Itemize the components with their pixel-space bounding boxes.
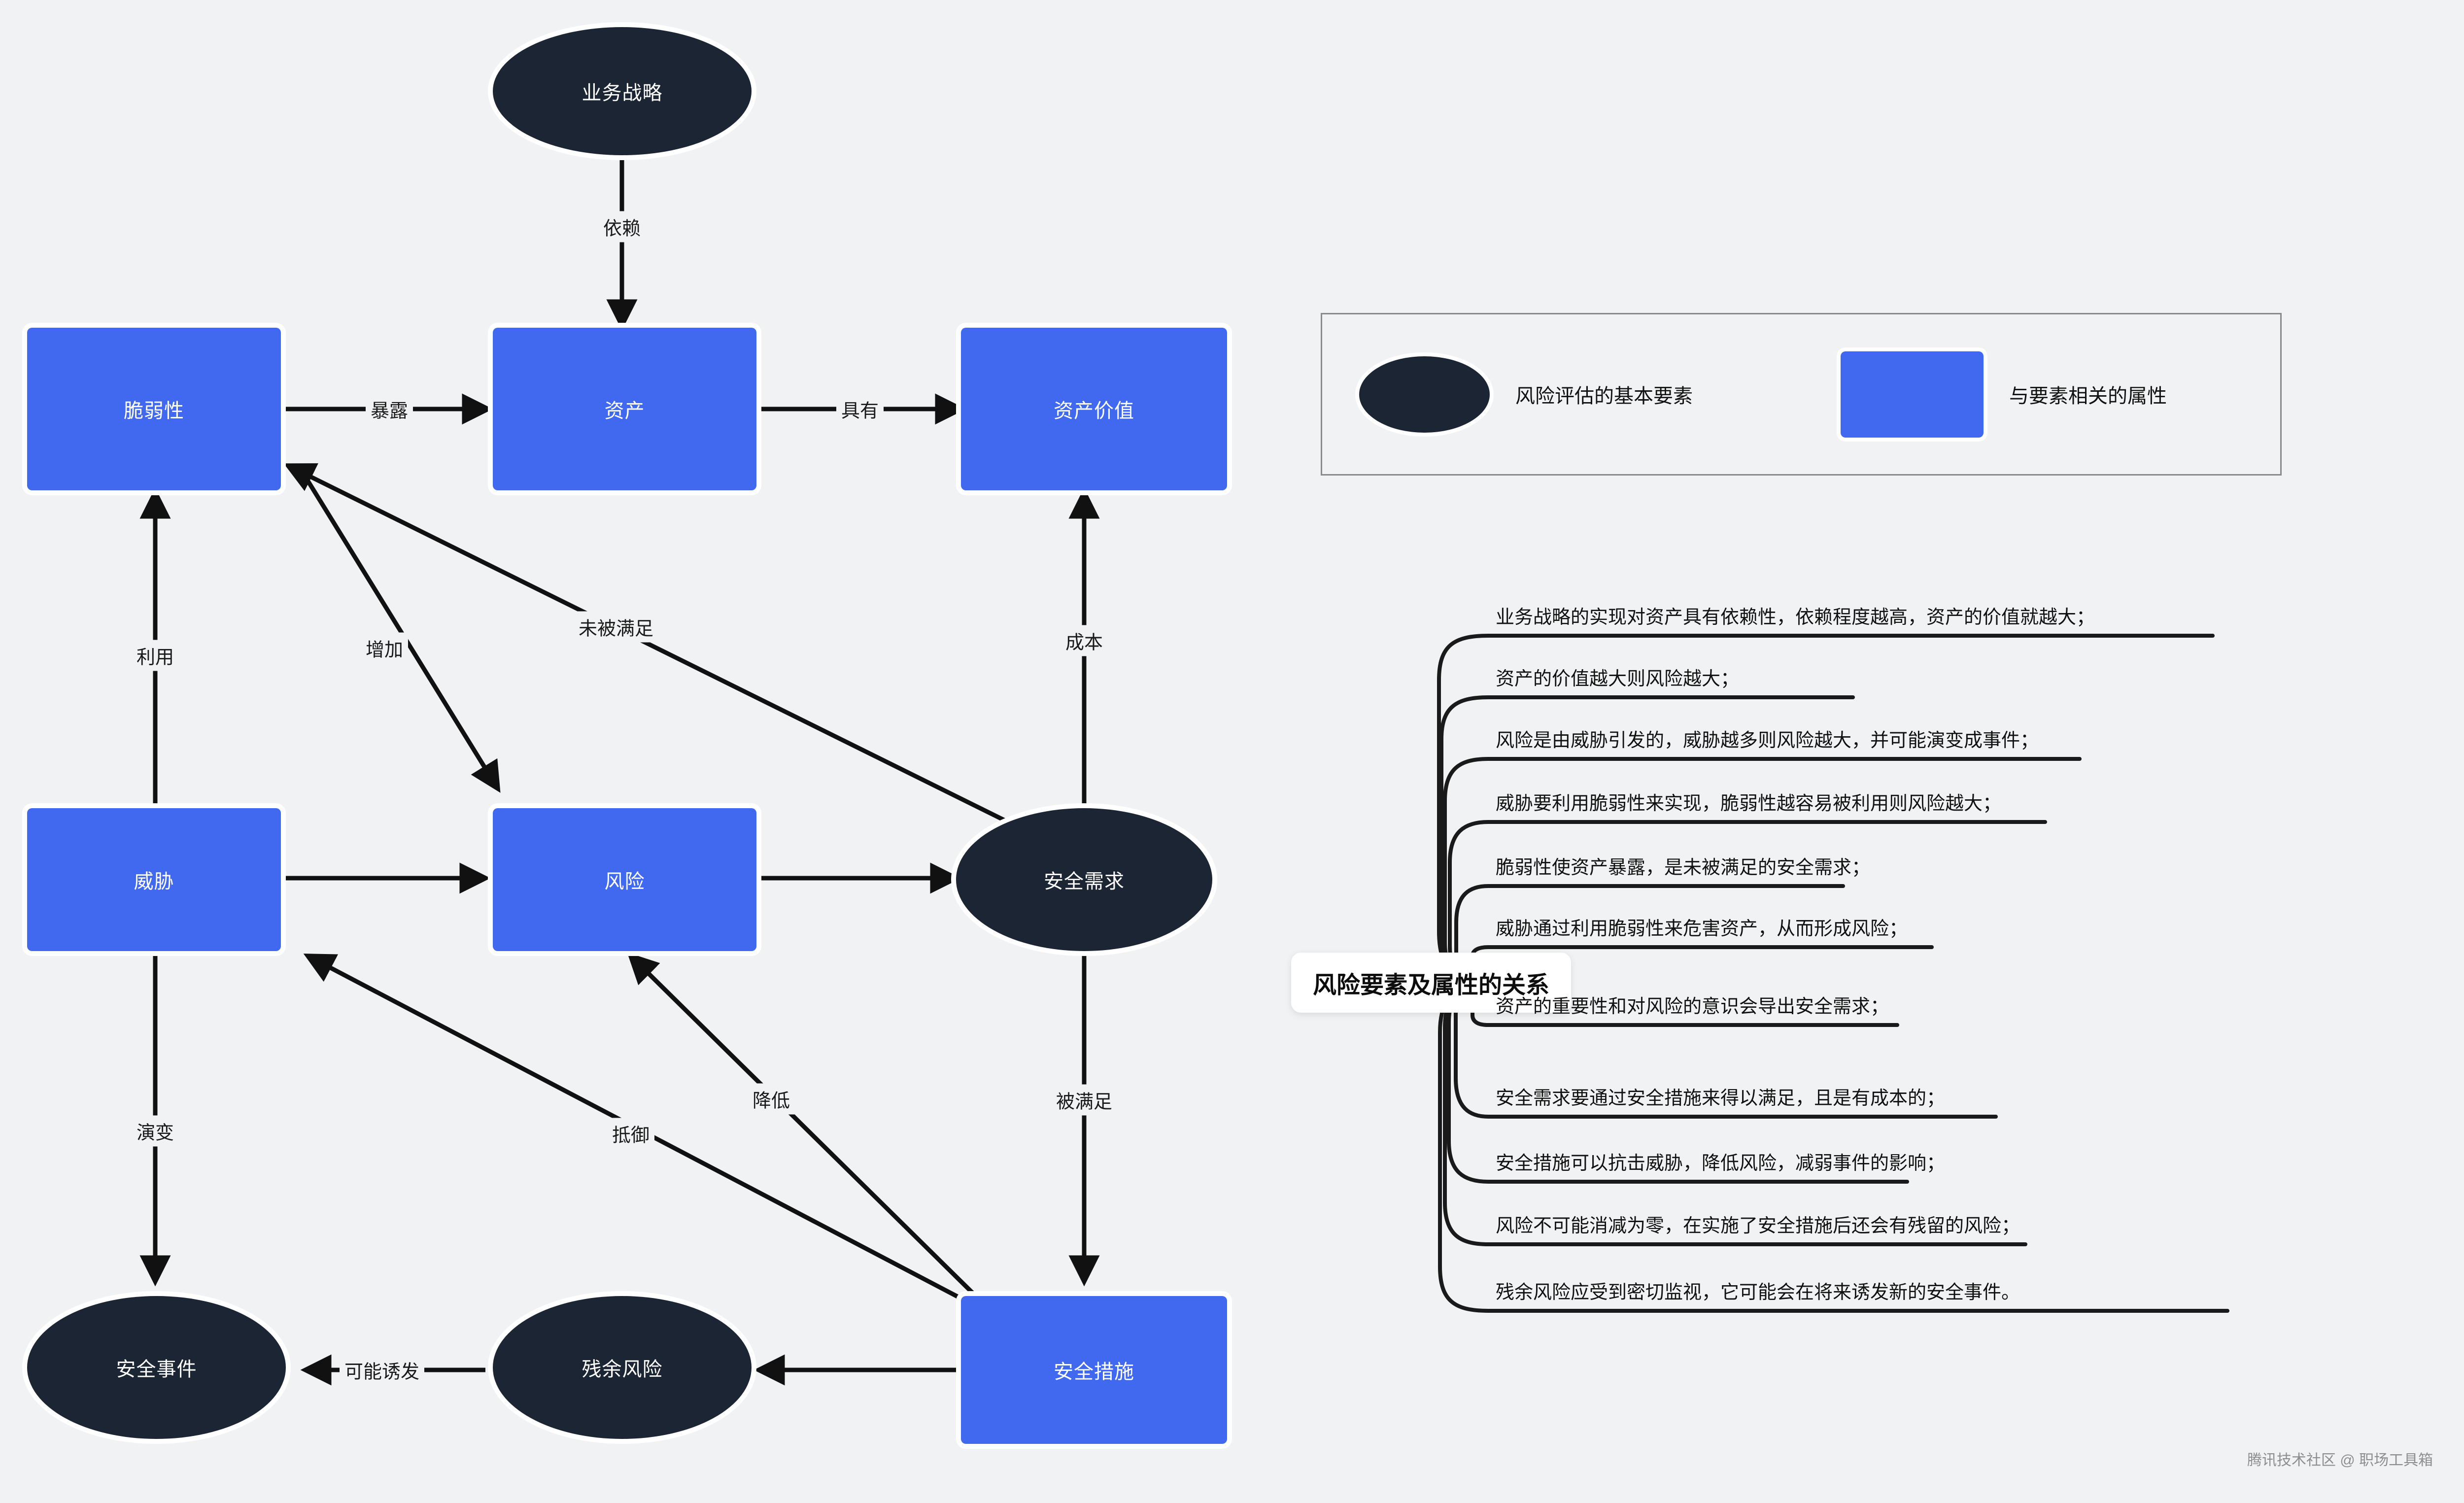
legend-item-attribute: 与要素相关的属性 — [1841, 351, 2167, 438]
node-label: 业务战略 — [582, 82, 663, 104]
legend-label-element: 风险评估的基本要素 — [1515, 385, 1693, 407]
mindmap-leaf[interactable]: 脆弱性使资产暴露，是未被满足的安全需求； — [1496, 857, 1871, 878]
edge-label-reduce: 降低 — [747, 1083, 795, 1115]
edge-label-exploit: 利用 — [131, 640, 179, 671]
node-risk[interactable]: 风险 — [493, 808, 756, 951]
node-residual-risk[interactable]: 残余风险 — [493, 1296, 752, 1439]
node-label: 风险 — [604, 871, 645, 892]
mindmap-leaf[interactable]: 安全需求要通过安全措施来得以满足，且是有成本的； — [1496, 1088, 1946, 1109]
legend-box: 风险评估的基本要素 与要素相关的属性 — [1321, 313, 2282, 476]
mindmap-leaf[interactable]: 业务战略的实现对资产具有依赖性，依赖程度越高，资产的价值就越大； — [1496, 607, 2095, 628]
node-label: 安全措施 — [1054, 1361, 1134, 1383]
mindmap-leaf[interactable]: 风险是由威胁引发的，威胁越多则风险越大，并可能演变成事件； — [1496, 730, 2039, 751]
node-label: 威胁 — [134, 871, 174, 892]
legend-label-attribute: 与要素相关的属性 — [2009, 385, 2167, 407]
node-security-incident[interactable]: 安全事件 — [27, 1296, 286, 1439]
edge-vulnerability-risk — [301, 472, 501, 793]
mindmap: 风险要素及属性的关系 业务战略的实现对资产具有依赖性，依赖程度越高，资产的价值就… — [1291, 522, 2464, 1503]
edge-label-satisfied: 被满足 — [1051, 1084, 1118, 1116]
edge-label-expose: 暴露 — [365, 393, 413, 425]
edge-label-unmet: 未被满足 — [573, 611, 659, 643]
node-business-strategy[interactable]: 业务战略 — [493, 27, 752, 155]
mindmap-leaf[interactable]: 威胁要利用脆弱性来实现，脆弱性越容易被利用则风险越大； — [1496, 793, 2002, 814]
node-label: 脆弱性 — [124, 400, 184, 422]
edge-label-has: 具有 — [836, 393, 884, 425]
mindmap-leaf[interactable]: 安全措施可以抗击威胁，降低风险，减弱事件的影响； — [1496, 1153, 1946, 1174]
node-label: 资产价值 — [1054, 400, 1134, 422]
mindmap-leaf[interactable]: 威胁通过利用脆弱性来危害资产，从而形成风险； — [1496, 919, 1908, 939]
mindmap-leaf[interactable]: 残余风险应受到密切监视，它可能会在将来诱发新的安全事件。 — [1496, 1282, 2020, 1303]
mindmap-root-node[interactable]: 风险要素及属性的关系 — [1291, 953, 1572, 1013]
edge-label-defend: 抵御 — [607, 1118, 655, 1149]
node-security-measure[interactable]: 安全措施 — [961, 1296, 1227, 1444]
node-label: 安全事件 — [116, 1359, 197, 1380]
edge-label-may-trigger: 可能诱发 — [339, 1354, 425, 1386]
node-asset[interactable]: 资产 — [493, 328, 756, 490]
edge-label-dependency: 依赖 — [598, 211, 646, 242]
node-security-requirement[interactable]: 安全需求 — [956, 808, 1212, 951]
node-label: 安全需求 — [1044, 871, 1125, 892]
edge-secreq-vulnerability — [283, 463, 1041, 840]
edge-label-cost: 成本 — [1060, 625, 1108, 656]
legend-ellipse-swatch — [1359, 356, 1490, 433]
edge-measure-risk — [627, 952, 975, 1296]
legend-rect-swatch — [1841, 351, 1984, 438]
node-label: 残余风险 — [582, 1359, 663, 1380]
edge-label-increase: 增加 — [360, 632, 409, 664]
watermark: 腾讯技术社区 @ 职场工具箱 — [2247, 1452, 2433, 1469]
legend-item-element: 风险评估的基本要素 — [1322, 356, 1693, 433]
node-label: 资产 — [604, 400, 645, 422]
edge-label-evolve: 演变 — [131, 1115, 179, 1147]
node-asset-value[interactable]: 资产价值 — [961, 328, 1227, 490]
mindmap-leaf[interactable]: 资产的价值越大则风险越大； — [1496, 669, 1740, 689]
mindmap-leaf[interactable]: 资产的重要性和对风险的意识会导出安全需求； — [1496, 996, 1889, 1017]
node-threat[interactable]: 威胁 — [27, 808, 281, 951]
mindmap-leaf[interactable]: 风险不可能消减为零，在实施了安全措施后还会有残留的风险； — [1496, 1216, 2020, 1236]
node-vulnerability[interactable]: 脆弱性 — [27, 328, 281, 490]
